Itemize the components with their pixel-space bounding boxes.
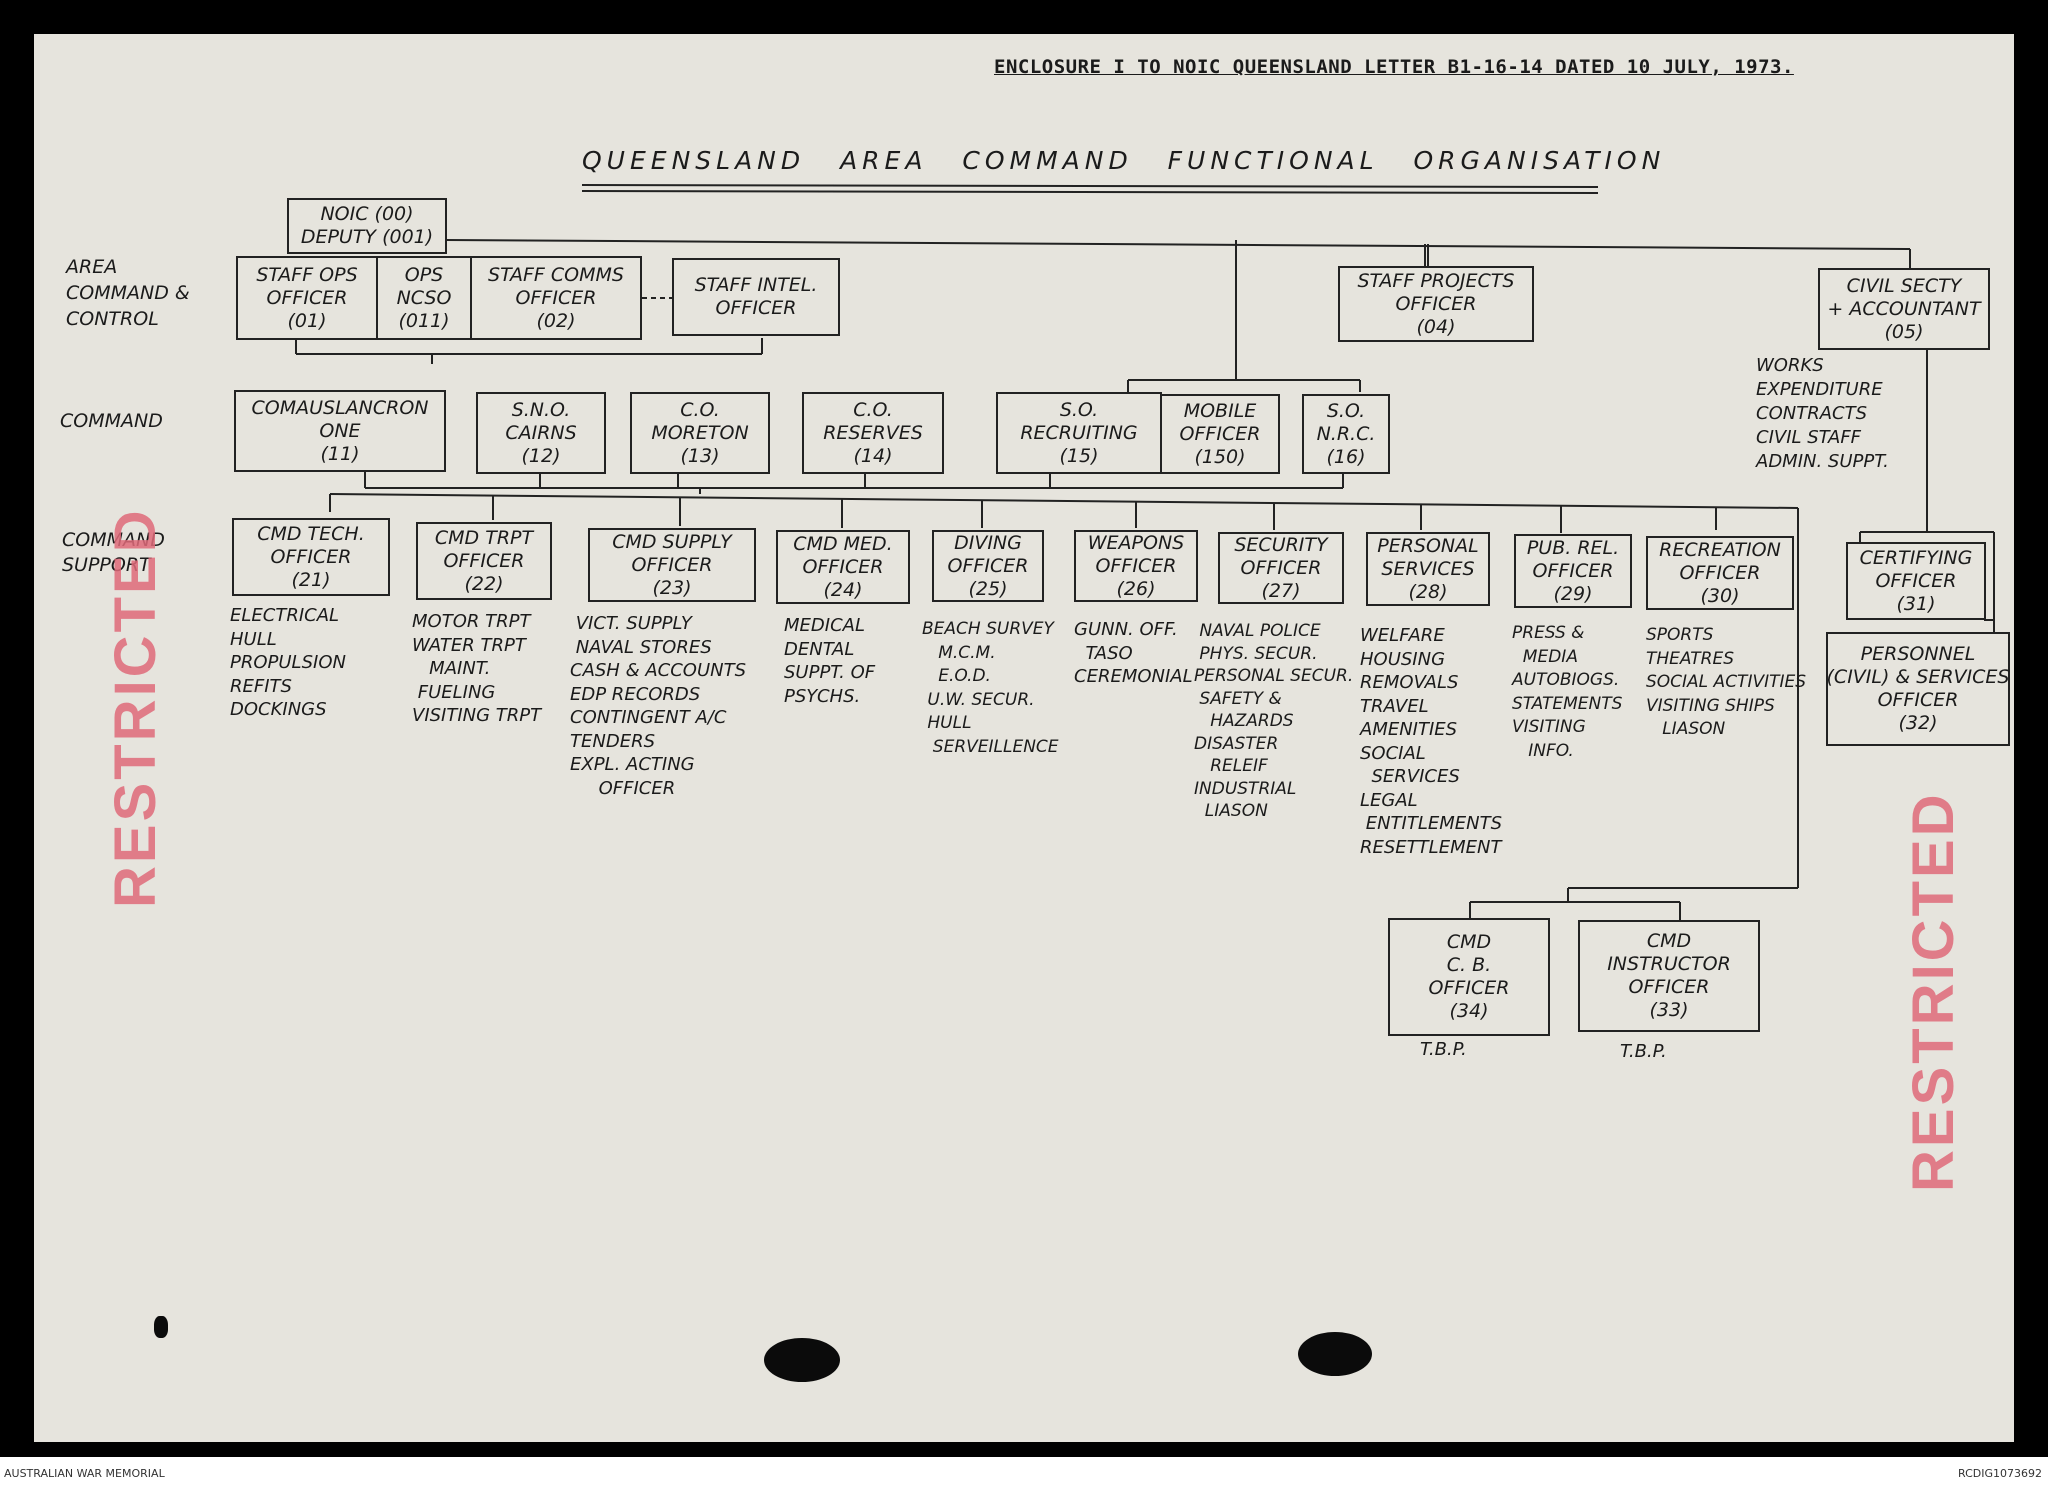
status-cmd-cb: T.B.P. xyxy=(1420,1039,1467,1060)
node-personnel-civil-services-officer: PERSONNEL (CIVIL) & SERVICES OFFICER (32… xyxy=(1826,632,2010,746)
duties-security: NAVAL POLICE PHYS. SECUR. PERSONAL SECUR… xyxy=(1194,621,1354,821)
node-so-nrc: S.O. N.R.C. (16) xyxy=(1302,394,1390,474)
level-label-command: COMMAND xyxy=(60,410,163,432)
node-co-moreton: C.O. MORETON (13) xyxy=(630,392,770,474)
node-certifying-officer: CERTIFYING OFFICER (31) xyxy=(1846,542,1986,620)
enclosure-reference: ENCLOSURE I TO NOIC QUEENSLAND LETTER B1… xyxy=(994,56,1794,78)
chart-title: QUEENSLAND AREA COMMAND FUNCTIONAL ORGAN… xyxy=(582,146,1666,175)
node-co-reserves: C.O. RESERVES (14) xyxy=(802,392,944,474)
node-noic: NOIC (00) DEPUTY (001) xyxy=(287,198,447,254)
status-cmd-instructor: T.B.P. xyxy=(1620,1041,1667,1062)
node-weapons-officer: WEAPONS OFFICER (26) xyxy=(1074,530,1198,602)
punch-hole-left xyxy=(764,1338,840,1382)
node-so-recruiting: S.O. RECRUITING (15) xyxy=(996,392,1162,474)
level-label-area-command: AREA COMMAND & CONTROL xyxy=(66,256,190,330)
node-mobile-officer: MOBILE OFFICER (150) xyxy=(1160,394,1280,474)
punch-hole-right xyxy=(1298,1332,1372,1376)
duties-diving: BEACH SURVEY M.C.M. E.O.D. U.W. SECUR. H… xyxy=(922,619,1059,757)
node-diving-officer: DIVING OFFICER (25) xyxy=(932,530,1044,602)
node-staff-comms-officer: STAFF COMMS OFFICER (02) xyxy=(470,256,642,340)
paper-damage-mark xyxy=(154,1316,168,1338)
footer-record-id: RCDIG1073692 xyxy=(1957,1467,2042,1480)
document-sheet xyxy=(34,34,2014,1442)
archive-footer: AUSTRALIAN WAR MEMORIAL RCDIG1073692 xyxy=(0,1457,2048,1491)
node-cmd-med-officer: CMD MED. OFFICER (24) xyxy=(776,530,910,604)
node-cmd-tech-officer: CMD TECH. OFFICER (21) xyxy=(232,518,390,596)
node-cmd-trpt-officer: CMD TRPT OFFICER (22) xyxy=(416,522,552,600)
node-security-officer: SECURITY OFFICER (27) xyxy=(1218,532,1344,604)
node-personal-services: PERSONAL SERVICES (28) xyxy=(1366,532,1490,606)
duties-cmd-tech: ELECTRICAL HULL PROPULSION REFITS DOCKIN… xyxy=(230,605,346,720)
duties-cmd-trpt: MOTOR TRPT WATER TRPT MAINT. FUELING VIS… xyxy=(412,611,542,726)
node-cmd-instructor-officer: CMD INSTRUCTOR OFFICER (33) xyxy=(1578,920,1760,1032)
node-comauslancron-one: COMAUSLANCRON ONE (11) xyxy=(234,390,446,472)
node-cmd-cb-officer: CMD C. B. OFFICER (34) xyxy=(1388,918,1550,1036)
restricted-stamp-right: RESTRICTED xyxy=(1901,791,1966,1192)
node-staff-ops-officer: STAFF OPS OFFICER (01) xyxy=(236,256,378,340)
duties-pub-rel: PRESS & MEDIA AUTOBIOGS. STATEMENTS VISI… xyxy=(1512,623,1623,761)
node-sno-cairns: S.N.O. CAIRNS (12) xyxy=(476,392,606,474)
node-ops-ncso: OPS NCSO (011) xyxy=(376,256,472,340)
node-staff-intel-officer: STAFF INTEL. OFFICER xyxy=(672,258,840,336)
level-label-command-support: COMMAND SUPPORT xyxy=(62,529,165,576)
node-recreation-officer: RECREATION OFFICER (30) xyxy=(1646,536,1794,610)
duties-cmd-med: MEDICAL DENTAL SUPPT. OF PSYCHS. xyxy=(784,615,876,707)
duties-personal-services: WELFARE HOUSING REMOVALS TRAVEL AMENITIE… xyxy=(1360,625,1503,858)
node-cmd-supply-officer: CMD SUPPLY OFFICER (23) xyxy=(588,528,756,602)
duties-recreation: SPORTS THEATRES SOCIAL ACTIVITIES VISITI… xyxy=(1646,625,1807,739)
footer-source: AUSTRALIAN WAR MEMORIAL xyxy=(4,1467,165,1480)
duties-cmd-supply: VICT. SUPPLY NAVAL STORES CASH & ACCOUNT… xyxy=(570,613,747,799)
node-staff-projects-officer: STAFF PROJECTS OFFICER (04) xyxy=(1338,266,1534,342)
duties-civil-secty: WORKS EXPENDITURE CONTRACTS CIVIL STAFF … xyxy=(1756,355,1889,472)
node-pub-rel-officer: PUB. REL. OFFICER (29) xyxy=(1514,534,1632,608)
restricted-stamp-left: RESTRICTED xyxy=(103,507,168,908)
node-civil-secty-accountant: CIVIL SECTY + ACCOUNTANT (05) xyxy=(1818,268,1990,350)
duties-weapons: GUNN. OFF. TASO CEREMONIAL xyxy=(1074,619,1193,687)
